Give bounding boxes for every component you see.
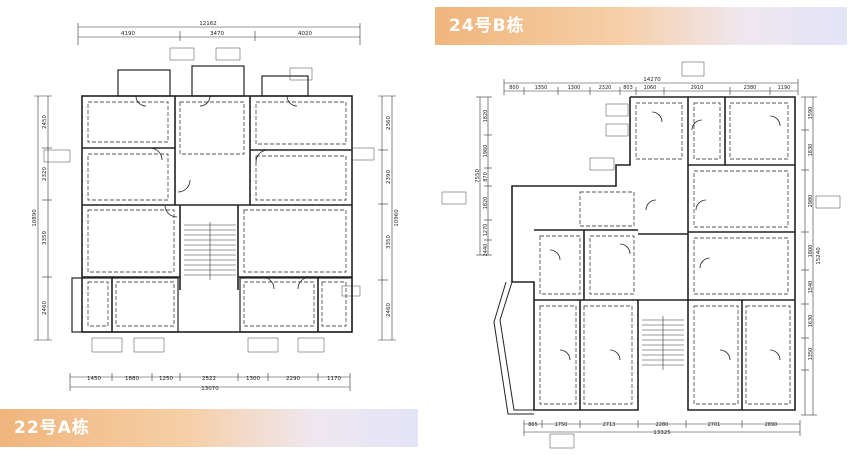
dim-top-total: 12162 [199, 21, 217, 27]
dim-top-9: 1190 [778, 85, 791, 91]
dim-right-6: 1630 [808, 315, 814, 328]
building-22a-label: 22号A栋 [0, 409, 418, 447]
dim-left-2: 2320 [42, 167, 48, 181]
dim-right-4: 2460 [386, 303, 392, 317]
floor-plan-22a-drawing: 12162 4190 3470 4020 2450 2320 3350 2460… [32, 21, 400, 392]
building-24b-label: 24号B栋 [435, 7, 847, 45]
dim-left-2: 1960 [483, 145, 489, 158]
dim-top-total: 14270 [643, 77, 661, 83]
dim-bottom-7: 1170 [327, 376, 341, 382]
dim-bottom-3: 2713 [603, 422, 616, 428]
dim-right-total: 15240 [816, 247, 822, 265]
dim-bottom-total: 13070 [201, 386, 219, 392]
dim-left-total: 10890 [32, 209, 38, 227]
dim-left-1: 1820 [483, 110, 489, 123]
floor-plan-22a: 12162 4190 3470 4020 2450 2320 3350 2460… [32, 21, 400, 392]
dim-right-1: 1590 [808, 107, 814, 120]
dim-bottom-5: 2701 [708, 422, 721, 428]
dim-right-2: 2390 [386, 170, 392, 184]
floor-plan-24b-drawing: 14270 800 1350 1300 2320 803 1060 2910 2… [441, 61, 841, 449]
dim-top-1: 4190 [121, 31, 135, 37]
dim-right-2: 1830 [808, 144, 814, 157]
dim-right-3: 2980 [808, 195, 814, 208]
dim-top-3: 1300 [568, 85, 581, 91]
dim-bottom-6: 2290 [286, 376, 300, 382]
dim-left-4: 1820 [483, 197, 489, 210]
dim-bottom-4: 2522 [202, 376, 216, 382]
dim-bottom-1: 1450 [87, 376, 101, 382]
dim-top-3: 4020 [298, 31, 312, 37]
dim-right-total: 10960 [394, 209, 400, 227]
dim-right-4: 1800 [808, 245, 814, 258]
dim-right-3: 3350 [386, 235, 392, 249]
dim-bottom-2: 1880 [125, 376, 139, 382]
dim-left-5: 1270 [483, 224, 489, 237]
dim-left-total: 7550 [475, 169, 481, 183]
dim-right-5: 1540 [808, 281, 814, 294]
floor-plan-24b: 14270 800 1350 1300 2320 803 1060 2910 2… [430, 0, 852, 453]
dim-right-7: 1350 [808, 348, 814, 361]
dim-bottom-4: 2280 [656, 422, 669, 428]
dim-left-6: 2440 [483, 244, 489, 257]
dim-top-6: 1060 [644, 85, 657, 91]
dim-top-8: 2380 [744, 85, 757, 91]
dim-bottom-5: 1300 [246, 376, 260, 382]
dim-left-4: 2460 [42, 301, 48, 315]
dim-right-1: 2360 [386, 116, 392, 130]
dim-bottom-3: 1250 [159, 376, 173, 382]
dim-bottom-total: 13325 [653, 430, 671, 436]
dim-top-4: 2320 [599, 85, 612, 91]
dim-bottom-6: 2890 [765, 422, 778, 428]
dim-top-2: 3470 [210, 31, 224, 37]
dim-top-7: 2910 [691, 85, 704, 91]
dim-top-2: 1350 [535, 85, 548, 91]
dim-left-3: 3350 [42, 231, 48, 245]
dim-top-5: 803 [623, 85, 633, 91]
dim-top-1: 800 [509, 85, 519, 91]
dim-left-1: 2450 [42, 115, 48, 129]
dim-bottom-1: 865 [528, 422, 538, 428]
dim-bottom-2: 1750 [555, 422, 568, 428]
dim-left-3: 870 [483, 172, 489, 182]
